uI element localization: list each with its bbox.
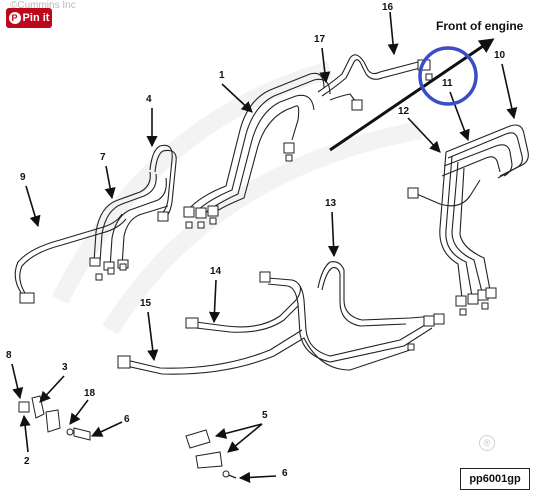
registered-mark: ® [479, 435, 495, 451]
pinterest-icon: P [8, 12, 21, 24]
front-of-engine-label: Front of engine [436, 19, 524, 33]
pin-it-label: Pin it [22, 12, 50, 24]
callout-1: 1 [219, 70, 225, 81]
front-of-engine-arrow [329, 38, 495, 152]
callout-12: 12 [398, 106, 410, 117]
callout-10: 10 [494, 50, 506, 61]
callout-5: 5 [262, 410, 268, 421]
callout-6-bottom: 6 [282, 468, 288, 479]
fuel-line-4 [149, 144, 177, 222]
callout-15: 15 [140, 298, 152, 309]
callout-16: 16 [382, 2, 394, 13]
part-code-label: pp6001gp [460, 468, 530, 490]
callout-11: 11 [442, 78, 453, 89]
callout-3: 3 [62, 362, 68, 373]
fuel-line-13-15 [117, 261, 445, 375]
pin-it-button[interactable]: P Pin it [6, 8, 52, 28]
fuel-line-10-12 [407, 124, 529, 316]
clamp-brackets-5 [185, 429, 237, 479]
callout-9: 9 [20, 172, 26, 183]
callout-4: 4 [146, 94, 152, 105]
callout-7: 7 [100, 152, 106, 163]
fuel-line-16-17 [317, 54, 433, 111]
callout-6-left: 6 [124, 414, 130, 425]
callout-17: 17 [314, 34, 326, 45]
callout-2: 2 [24, 456, 30, 467]
copyright-watermark: ©Cummins Inc [10, 0, 76, 11]
callout-14: 14 [210, 266, 222, 277]
fuel-line-9 [14, 213, 127, 304]
clamp-hardware-left [18, 395, 91, 441]
callout-arrows [11, 11, 518, 484]
highlight-circle [418, 46, 478, 106]
callout-8: 8 [6, 350, 12, 361]
callout-18: 18 [84, 388, 96, 399]
fuel-line-7 [89, 171, 169, 281]
callout-13: 13 [325, 198, 337, 209]
